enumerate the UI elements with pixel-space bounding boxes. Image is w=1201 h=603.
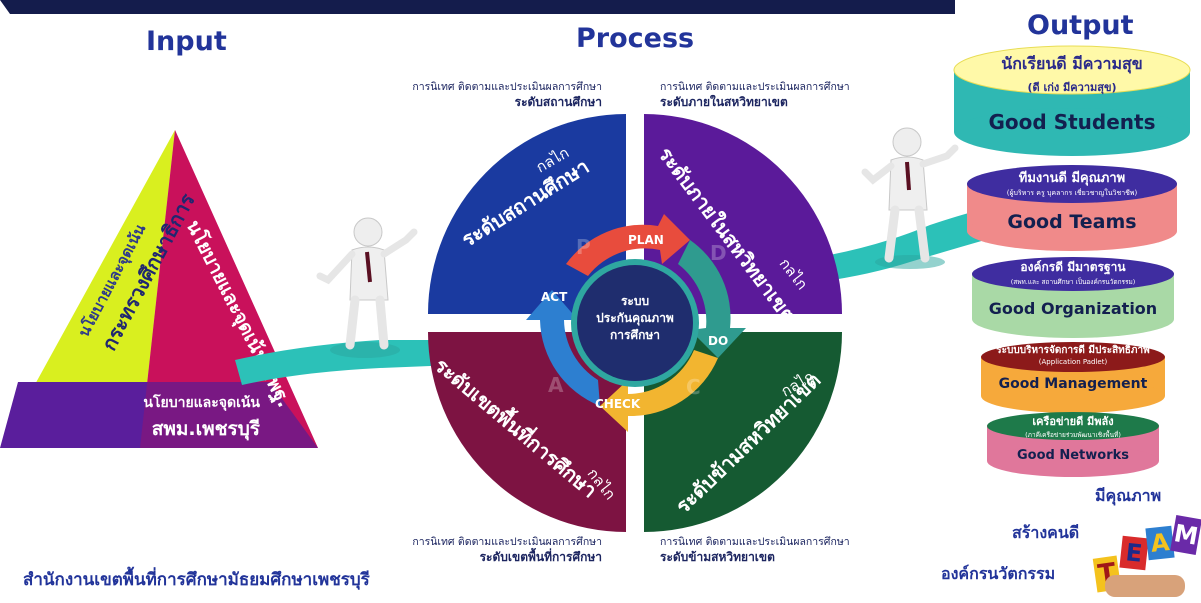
caption-top-right-line2: ระดับภายในสหวิทยาเขต <box>660 95 788 109</box>
good-teams-subtitle: (ผู้บริหาร ครู บุคลากร เชี่ยวชาญในวิชาชี… <box>1006 189 1138 197</box>
good-students-subtitle: (ดี เก่ง มีความสุข) <box>1027 81 1117 94</box>
slogan-good-people: สร้างคนดี <box>1012 523 1080 542</box>
person-figure-left <box>316 217 418 358</box>
pdca-ghost-c: C <box>686 375 701 399</box>
caption-bottom-left: การนิเทศ ติดตามและประเมินผลการศึกษา ระดั… <box>400 535 602 565</box>
top-banner-strip <box>0 0 955 16</box>
slogan-innovative-org: องค์กรนวัตกรรม <box>941 564 1056 583</box>
team-letter-e: E <box>1119 535 1149 571</box>
good-management-subtitle: (Application Padlet) <box>1038 358 1108 366</box>
output-good-teams: ทีมงานดี มีคุณภาพ (ผู้บริหาร ครู บุคลากร… <box>965 167 1179 233</box>
pdca-check-label: CHECK <box>595 397 641 411</box>
process-heading: Process <box>576 23 695 54</box>
pdca-ghost-a: A <box>548 373 564 397</box>
triangle-bottom-label: นโยบายและจุดเน้น สพม.เพชรบุรี <box>80 392 260 444</box>
pdca-ghost-d: D <box>710 241 727 265</box>
caption-bottom-left-line1: การนิเทศ ติดตามและประเมินผลการศึกษา <box>412 536 602 548</box>
output-good-organization: องค์กรดี มีมาตรฐาน (สพท.และ สถานศึกษา เป… <box>970 258 1176 318</box>
good-organization-title: องค์กรดี มีมาตรฐาน <box>1020 260 1126 274</box>
output-heading: Output <box>1027 10 1134 41</box>
pdca-plan-label: PLAN <box>628 233 664 247</box>
pdca-act-segment <box>526 290 600 406</box>
good-teams-title: ทีมงานดี มีคุณภาพ <box>1018 171 1126 186</box>
pdca-check-segment <box>600 350 718 432</box>
good-organization-subtitle: (สพท.และ สถานศึกษา เป็นองค์กรนวัตกรรม) <box>1010 278 1136 286</box>
triangle-bottom-line2: สพม.เพชรบุรี <box>151 418 260 440</box>
person-figure-right <box>861 127 959 269</box>
input-heading: Input <box>146 26 227 57</box>
team-puzzle-icon: T E A M <box>1092 515 1201 601</box>
output-good-networks: เครือข่ายดี มีพลัง (ภาคีเครือข่ายร่วมพัฒ… <box>985 412 1161 463</box>
caption-bottom-left-line2: ระดับเขตพื้นที่การศึกษา <box>479 550 602 564</box>
pdca-do-label: DO <box>708 334 729 348</box>
output-good-management-cylinder <box>981 342 1165 413</box>
good-management-title: ระบบบริหารจัดการดี มีประสิทธิภาพ <box>996 345 1150 356</box>
good-networks-label: Good Networks <box>1016 448 1129 463</box>
pdca-act-label: ACT <box>541 290 568 304</box>
output-good-teams-cylinder <box>967 165 1177 251</box>
output-good-organization-cylinder <box>972 257 1174 338</box>
good-organization-label: Good Organization <box>988 299 1158 318</box>
slogan-quality: มีคุณภาพ <box>1095 486 1162 505</box>
caption-bottom-right-line1: การนิเทศ ติดตามและประเมินผลการศึกษา <box>660 536 850 548</box>
caption-bottom-right: การนิเทศ ติดตามและประเมินผลการศึกษา ระดั… <box>660 535 850 565</box>
caption-top-right-line1: การนิเทศ ติดตามและประเมินผลการศึกษา <box>660 81 850 93</box>
qa-system-center: ระบบ ประกันคุณภาพ การศึกษา <box>575 293 695 344</box>
pdca-do-segment <box>678 240 746 358</box>
caption-top-right: การนิเทศ ติดตามและประเมินผลการศึกษา ระดั… <box>660 80 850 110</box>
caption-bottom-right-line2: ระดับข้ามสหวิทยาเขต <box>660 550 775 564</box>
team-hands <box>1105 575 1185 597</box>
caption-top-left: การนิเทศ ติดตามและประเมินผลการศึกษา ระดั… <box>400 80 602 110</box>
good-teams-label: Good Teams <box>1007 211 1137 233</box>
center-line1: ระบบ <box>620 294 650 308</box>
triangle-bottom-line1: นโยบายและจุดเน้น <box>143 395 260 411</box>
good-networks-subtitle: (ภาคีเครือข่ายร่วมพัฒนาเชิงพื้นที่) <box>1025 431 1121 439</box>
output-good-management: ระบบบริหารจัดการดี มีประสิทธิภาพ (Applic… <box>979 343 1167 392</box>
pdca-ghost-p: P <box>576 235 591 259</box>
output-good-students-cylinder <box>953 45 1191 156</box>
office-footer: สำนักงานเขตพื้นที่การศึกษามัธยมศึกษาเพชร… <box>23 570 370 590</box>
good-students-label: Good Students <box>988 110 1156 134</box>
caption-top-left-line1: การนิเทศ ติดตามและประเมินผลการศึกษา <box>412 81 602 93</box>
output-good-networks-cylinder <box>987 412 1159 477</box>
good-networks-title: เครือข่ายดี มีพลัง <box>1032 415 1114 428</box>
center-line3: การศึกษา <box>610 328 660 342</box>
good-students-title: นักเรียนดี มีความสุข <box>1001 54 1143 73</box>
caption-top-left-line2: ระดับสถานศึกษา <box>514 95 602 109</box>
center-line2: ประกันคุณภาพ <box>596 311 674 325</box>
pdca-plan-segment <box>566 214 690 276</box>
process-wheel: P D C A <box>428 114 842 532</box>
team-letter-m: M <box>1170 515 1201 555</box>
output-good-students: นักเรียนดี มีความสุข (ดี เก่ง มีความสุข)… <box>952 52 1192 134</box>
good-management-label: Good Management <box>998 376 1148 392</box>
